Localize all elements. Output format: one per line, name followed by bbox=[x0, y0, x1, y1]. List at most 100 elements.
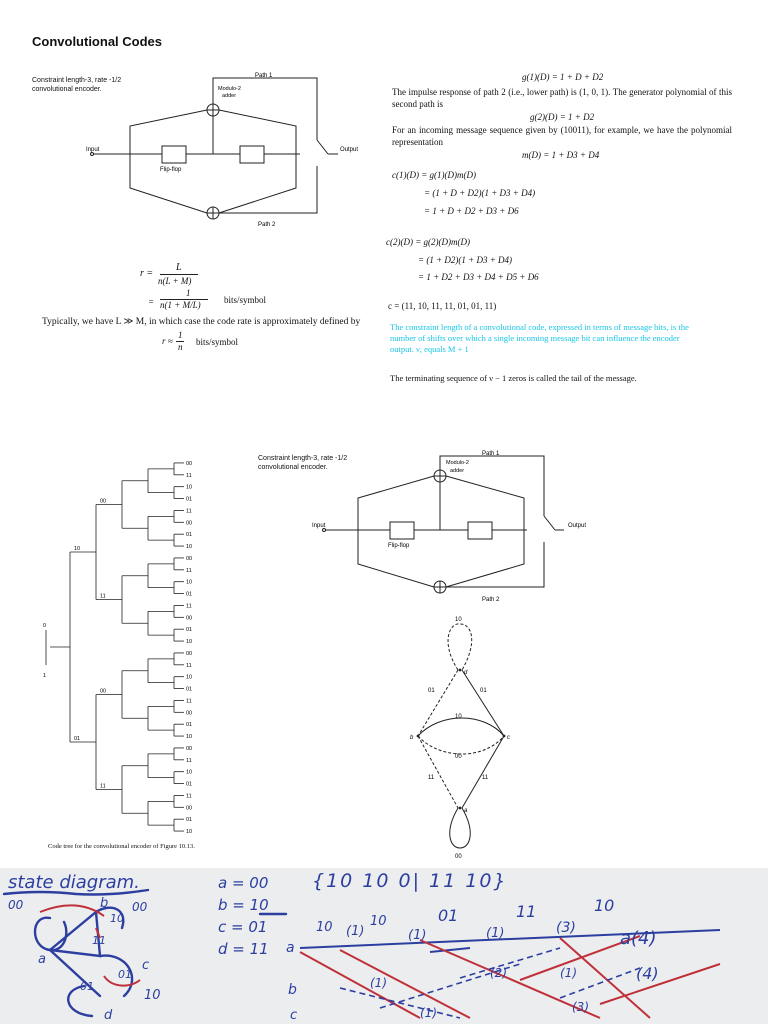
tree-axis-label: 1 bbox=[43, 673, 46, 679]
wb-sd-label: c bbox=[142, 958, 150, 973]
tree-leaf-label: 11 bbox=[186, 568, 192, 574]
tree-leaf-label: 11 bbox=[186, 698, 192, 704]
path2-label: Path 2 bbox=[482, 597, 500, 603]
caption-line: Constraint length-3, rate -1/2 bbox=[258, 455, 348, 462]
tree-leaf-label: 10 bbox=[186, 544, 192, 550]
whiteboard-drawing bbox=[2, 888, 721, 1019]
encoder-caption-top: Constraint length-3, rate -1/2 convoluti… bbox=[32, 76, 121, 94]
state-node-label: a bbox=[464, 808, 468, 814]
tree-caption: Code tree for the convolutional encoder … bbox=[48, 843, 195, 850]
wb-sd-label: 10 bbox=[110, 912, 124, 925]
codeword: c = (11, 10, 11, 11, 01, 01, 11) bbox=[388, 301, 497, 311]
wb-mark: (3) bbox=[556, 920, 576, 936]
wb-mark: b bbox=[288, 982, 297, 998]
tree-leaf-label: 00 bbox=[186, 615, 192, 621]
wb-sd-label: b bbox=[100, 896, 109, 911]
approx-eq: r ≈ bbox=[162, 336, 173, 346]
typically-text: Typically, we have L ≫ M, in which case … bbox=[42, 317, 361, 327]
tree-branch-label: 00 bbox=[100, 499, 106, 505]
terminating-text: The terminating sequence of ν − 1 zeros … bbox=[390, 373, 637, 383]
encoder-diagram-middle: Path 1 Path 2 Modulo-2 adder Input Outpu… bbox=[312, 451, 586, 603]
wb-heading: state diagram. bbox=[8, 872, 140, 893]
state-edge-label: 00 bbox=[455, 854, 462, 860]
adder-label: Modulo-2 bbox=[218, 86, 241, 92]
path1-label: Path 1 bbox=[255, 73, 273, 79]
tree-leaf-label: 01 bbox=[186, 722, 192, 728]
wb-sd-label: 00 bbox=[8, 898, 24, 912]
c1-line3: = 1 + D + D2 + D3 + D6 bbox=[424, 206, 519, 216]
adder-label: adder bbox=[222, 93, 236, 99]
tree-branch-label: 10 bbox=[74, 546, 80, 552]
adder-label: adder bbox=[450, 468, 464, 474]
mapping-line: b = 10 bbox=[218, 896, 269, 914]
wb-mark: a(4) bbox=[620, 928, 657, 949]
tree-leaf-label: 10 bbox=[186, 580, 192, 586]
wb-mark: (1) bbox=[346, 924, 365, 939]
adder-label: Modulo-2 bbox=[446, 460, 469, 466]
wb-mark: a bbox=[286, 940, 295, 956]
tree-leaf-label: 00 bbox=[186, 710, 192, 716]
wb-sd-label: a bbox=[38, 952, 46, 967]
mD-eq: m(D) = 1 + D3 + D4 bbox=[522, 150, 600, 160]
tree-branch-label: 01 bbox=[74, 736, 80, 742]
state-edge-label: 10 bbox=[455, 714, 462, 720]
tree-leaf-label: 01 bbox=[186, 532, 192, 538]
tree-leaf-label: 00 bbox=[186, 651, 192, 657]
mapping-line: a = 00 bbox=[218, 874, 269, 892]
c2-line1: c(2)(D) = g(2)(D)m(D) bbox=[386, 237, 471, 247]
tree-leaf-label: 11 bbox=[186, 793, 192, 799]
state-edge-label: 11 bbox=[482, 775, 489, 781]
wb-sd-label: 11 bbox=[92, 934, 106, 947]
input-label: Input bbox=[312, 523, 326, 529]
tree-leaf-label: 01 bbox=[186, 627, 192, 633]
wb-sequence: {10 10 0| 11 10} bbox=[312, 870, 508, 892]
state-edge-label: 10 bbox=[455, 617, 462, 623]
tree-leaf-label: 11 bbox=[186, 758, 192, 764]
c2-line2: = (1 + D2)(1 + D3 + D4) bbox=[418, 255, 513, 265]
incoming-text: For an incoming message sequence given b… bbox=[392, 125, 732, 147]
tree-leaf-label: 00 bbox=[186, 556, 192, 562]
wb-mark: (1) bbox=[560, 966, 577, 980]
fraction-bar bbox=[160, 299, 208, 300]
state-edge-label: 01 bbox=[428, 688, 435, 694]
wb-mark: (1) bbox=[370, 976, 387, 990]
c1-line2: = (1 + D + D2)(1 + D3 + D4) bbox=[424, 188, 536, 198]
caption-line: convolutional encoder. bbox=[32, 86, 102, 93]
tree-leaf-label: 11 bbox=[186, 473, 192, 479]
tree-leaf-label: 11 bbox=[186, 663, 192, 669]
bits-per-symbol: bits/symbol bbox=[224, 295, 267, 305]
wb-mark: c bbox=[290, 1008, 298, 1023]
rate-num2: 1 bbox=[186, 288, 191, 298]
tree-leaf-label: 01 bbox=[186, 497, 192, 503]
encoder-caption-middle: Constraint length-3, rate -1/2 convoluti… bbox=[258, 454, 347, 472]
wb-mark: 10 bbox=[316, 920, 333, 935]
tree-leaf-label: 00 bbox=[186, 520, 192, 526]
wb-trellis-top: 11 bbox=[516, 902, 537, 921]
tree-leaf-label: 10 bbox=[186, 639, 192, 645]
approx-num: 1 bbox=[178, 330, 183, 340]
rate-eq: r = bbox=[140, 268, 154, 279]
wb-mark: (3) bbox=[572, 1000, 589, 1014]
state-diagram: 10 01 01 10 00 11 11 00 d b c a bbox=[410, 617, 510, 860]
tree-axis-label: 0 bbox=[43, 623, 46, 629]
rate-eq2: = bbox=[148, 297, 155, 307]
output-label: Output bbox=[568, 523, 586, 529]
bits-per-symbol-2: bits/symbol bbox=[196, 337, 239, 347]
tree-leaf-label: 01 bbox=[186, 817, 192, 823]
tree-leaf-label: 10 bbox=[186, 734, 192, 740]
output-label: Output bbox=[340, 147, 358, 153]
c2-line3: = 1 + D2 + D3 + D4 + D5 + D6 bbox=[418, 272, 539, 282]
caption-line: convolutional encoder. bbox=[258, 464, 328, 471]
tree-leaf-label: 00 bbox=[186, 805, 192, 811]
wb-mark: (4) bbox=[636, 964, 659, 983]
g1-eq: g(1)(D) = 1 + D + D2 bbox=[522, 72, 604, 82]
tree-leaf-label: 01 bbox=[186, 782, 192, 788]
tree-leaf-label: 00 bbox=[186, 746, 192, 752]
wb-sd-label: 01 bbox=[80, 980, 94, 993]
wb-mark: (1) bbox=[408, 928, 427, 943]
tree-leaf-label: 00 bbox=[186, 461, 192, 467]
constraint-definition: The constraint length of a convolutional… bbox=[390, 322, 689, 354]
tree-leaf-label: 11 bbox=[186, 508, 192, 514]
rate-den2: n(1 + M/L) bbox=[160, 300, 201, 310]
caption-line: Constraint length-3, rate -1/2 bbox=[32, 77, 122, 84]
